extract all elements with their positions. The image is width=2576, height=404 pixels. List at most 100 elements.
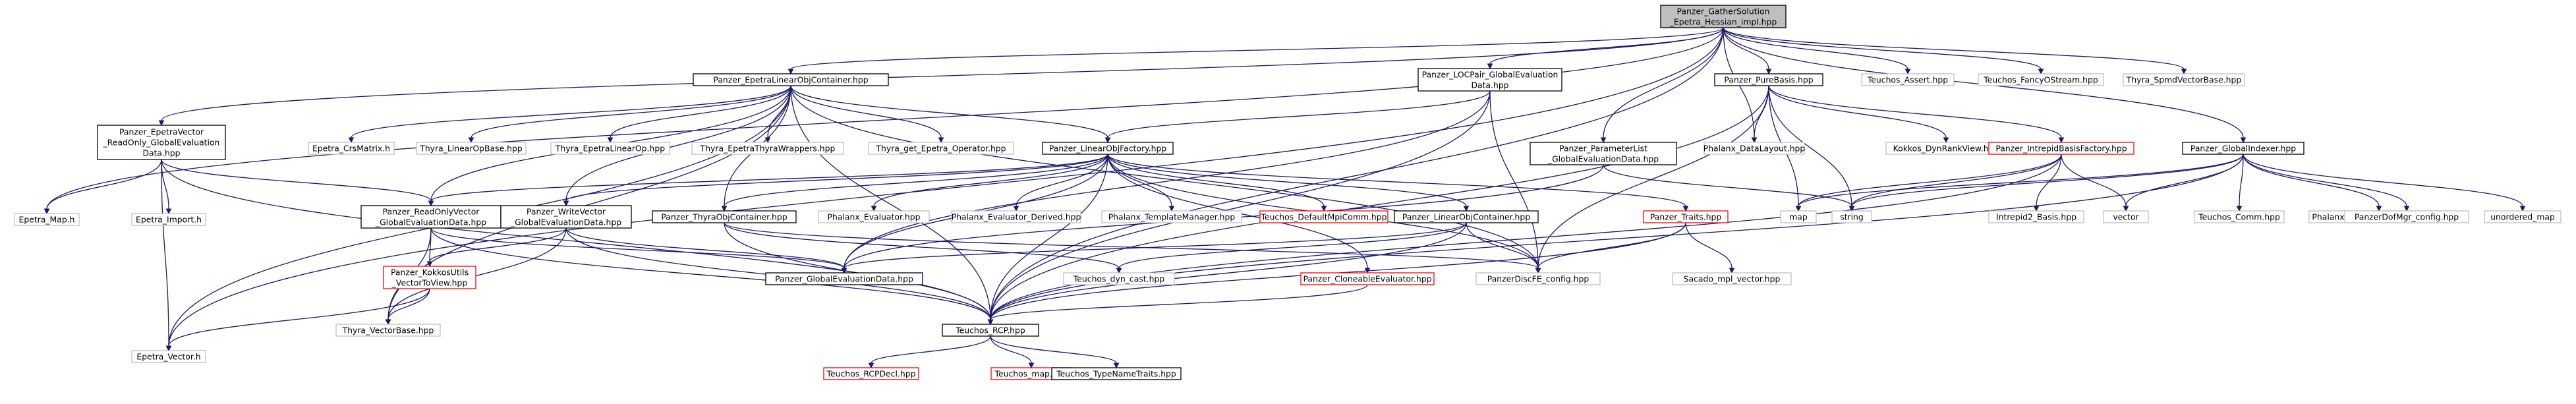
node-panzer-globalindexer-hpp[interactable]: Panzer_GlobalIndexer.hpp	[2182, 142, 2304, 155]
node-label: Intrepid2_Basis.hpp	[1996, 212, 2076, 222]
edge-arrowhead	[1104, 137, 1111, 144]
node-box	[1259, 210, 1388, 223]
edge-arrowhead	[428, 200, 434, 207]
edge-arrowhead	[1682, 206, 1689, 212]
edge-arrowhead	[1535, 268, 1541, 274]
edge	[471, 85, 791, 138]
node-vector[interactable]: vector	[2103, 210, 2149, 223]
node-thyra-linearopbase-hpp[interactable]: Thyra_LinearOpBase.hpp	[416, 142, 527, 155]
node-teuchos-defaultmpicomm-hpp[interactable]: Teuchos_DefaultMpiComm.hpp	[1259, 210, 1388, 223]
node-panzer-parameterlist-globalevaluationdata-hpp[interactable]: Panzer_ParameterList_GlobalEvaluationDat…	[1530, 142, 1677, 165]
edge	[430, 154, 1108, 202]
edge-arrowhead	[2033, 206, 2040, 212]
node-thyra-epetrathyrawrappers-hpp[interactable]: Thyra_EpetraThyraWrappers.hpp	[691, 142, 844, 155]
node-panzer-epetralinearobjcontainer-hpp[interactable]: Panzer_EpetraLinearObjContainer.hpp	[693, 73, 889, 86]
node-box	[1780, 210, 1817, 223]
node-panzer-writevector-globalevaluationdata-hpp[interactable]: Panzer_WriteVector_GlobalEvaluationData.…	[500, 205, 632, 229]
node-label: _Epetra_Hessian_impl.hpp	[1669, 17, 1777, 27]
node-panzer-kokkosutils-vectortoview-hpp[interactable]: Panzer_KokkosUtils_VectorToView.hpp	[383, 266, 476, 289]
node-unordered-map[interactable]: unordered_map	[2484, 210, 2562, 223]
node-teuchos-fancyostream-hpp[interactable]: Teuchos_FancyOStream.hpp	[1978, 73, 2104, 86]
node-label: _GlobalEvaluationData.hpp	[1547, 154, 1659, 164]
node-label: Panzer_IntrepidBasisFactory.hpp	[1995, 144, 2127, 154]
node-box	[1394, 210, 1539, 223]
node-teuchos-dyn-cast-hpp[interactable]: Teuchos_dyn_cast.hpp	[1063, 272, 1175, 285]
node-phalanx-datalayout-hpp[interactable]: Phalanx_DataLayout.hpp	[1703, 142, 1806, 155]
edge	[1723, 27, 2042, 70]
edge	[430, 227, 845, 269]
node-intrepid2-basis-hpp[interactable]: Intrepid2_Basis.hpp	[1988, 210, 2084, 223]
node-sacado-mpl-vector-hpp[interactable]: Sacado_mpl_vector.hpp	[1672, 272, 1792, 285]
node-phalanx-evaluator-derived-hpp[interactable]: Phalanx_Evaluator_Derived.hpp	[951, 210, 1081, 223]
node-thyra-epetralinearop-hpp[interactable]: Thyra_EpetraLinearOp.hpp	[550, 142, 670, 155]
node-thyra-spmdvectorbase-hpp[interactable]: Thyra_SpmdVectorBase.hpp	[2123, 73, 2245, 86]
node-box	[14, 213, 80, 226]
edge-arrowhead	[1463, 206, 1470, 212]
node-panzer-readonlyvector-globalevaluationdata-hpp[interactable]: Panzer_ReadOnlyVector_GlobalEvaluationDa…	[360, 205, 501, 229]
node-teuchos-assert-hpp[interactable]: Teuchos_Assert.hpp	[1861, 73, 1955, 86]
node-panzer-locpair-globalevaluationdata-hpp[interactable]: Panzer_LOCPair_GlobalEvaluationData.hpp	[1417, 68, 1562, 92]
edge-arrowhead	[165, 208, 172, 215]
node-label: Teuchos_map.hpp	[994, 369, 1068, 379]
edge-arrowhead	[2376, 206, 2382, 212]
node-phalanx-evaluator-hpp[interactable]: Phalanx_Evaluator.hpp	[818, 210, 930, 223]
graph-edges	[43, 27, 2526, 369]
node-panzerdofmgr-config-hpp[interactable]: PanzerDofMgr_config.hpp	[2344, 210, 2469, 223]
node-teuchos-rcp-hpp[interactable]: Teuchos_RCP.hpp	[942, 324, 1039, 337]
edge-arrowhead	[563, 200, 569, 207]
node-panzerdiscfe-config-hpp[interactable]: PanzerDiscFE_config.hpp	[1475, 272, 1601, 285]
node-string[interactable]: string	[1831, 210, 1872, 223]
edge-arrowhead	[426, 261, 433, 268]
node-epetra-import-h[interactable]: Epetra_Import.h	[131, 213, 206, 226]
node-label: PanzerDiscFE_config.hpp	[1487, 274, 1589, 284]
node-box	[360, 205, 501, 229]
node-map[interactable]: map	[1780, 210, 1817, 223]
node-label: Teuchos_FancyOStream.hpp	[1983, 75, 2098, 85]
node-thyra-vectorbase-hpp[interactable]: Thyra_VectorBase.hpp	[335, 324, 441, 337]
edge	[790, 85, 1539, 269]
edge-arrowhead	[1028, 362, 1035, 369]
node-box	[942, 324, 1039, 337]
node-label: map	[1789, 212, 1808, 222]
edge	[1851, 154, 2062, 207]
node-epetra-vector-h[interactable]: Epetra_Vector.h	[131, 350, 206, 363]
node-teuchos-comm-hpp[interactable]: Teuchos_Comm.hpp	[2194, 210, 2285, 223]
edge	[1537, 222, 1686, 269]
node-label: Panzer_EpetraLinearObjContainer.hpp	[713, 75, 868, 85]
node-panzer-traits-hpp[interactable]: Panzer_Traits.hpp	[1643, 210, 1729, 223]
node-kokkos-dynrankview-hpp[interactable]: Kokkos_DynRankView.hpp	[1885, 142, 2007, 155]
node-panzer-globalevaluationdata-hpp[interactable]: Panzer_GlobalEvaluationData.hpp	[765, 272, 923, 285]
edge	[873, 154, 1108, 207]
node-label: Teuchos_TypeNameTraits.hpp	[1056, 369, 1176, 379]
node-panzer-linearobjcontainer-hpp[interactable]: Panzer_LinearObjContainer.hpp	[1394, 210, 1539, 223]
node-panzer-gathersolution-epetra-hessian-impl-hpp[interactable]: Panzer_GatherSolution_Epetra_Hessian_imp…	[1660, 5, 1787, 28]
node-teuchos-rcpdecl-hpp[interactable]: Teuchos_RCPDecl.hpp	[823, 367, 919, 380]
node-label: Teuchos_RCPDecl.hpp	[826, 369, 916, 379]
node-teuchos-typenametraits-hpp[interactable]: Teuchos_TypeNameTraits.hpp	[1051, 367, 1182, 380]
edge-arrowhead	[1751, 137, 1758, 144]
edge	[990, 335, 1032, 364]
edge-arrowhead	[158, 120, 165, 127]
edge	[724, 222, 1539, 269]
edge-arrowhead	[1600, 137, 1607, 144]
node-panzer-epetravector-readonly-globalevaluationdata-hpp[interactable]: Panzer_EpetraVector_ReadOnly_GlobalEvalu…	[97, 125, 226, 160]
node-epetra-crsmatrix-h[interactable]: Epetra_CrsMatrix.h	[308, 142, 395, 155]
node-box	[1978, 73, 2104, 86]
edge-arrowhead	[1168, 206, 1175, 212]
edge	[1768, 85, 1947, 138]
node-panzer-thyraobjcontainer-hpp[interactable]: Panzer_ThyraObjContainer.hpp	[652, 210, 797, 223]
node-panzer-linearobjfactory-hpp[interactable]: Panzer_LinearObjFactory.hpp	[1042, 142, 1174, 155]
node-box	[1988, 210, 2084, 223]
node-panzer-cloneableevaluator-hpp[interactable]: Panzer_CloneableEvaluator.hpp	[1300, 272, 1435, 285]
edge	[610, 85, 791, 138]
node-box	[1051, 367, 1182, 380]
node-epetra-map-h[interactable]: Epetra_Map.h	[14, 213, 80, 226]
edge	[565, 227, 845, 269]
node-label: Panzer_ThyraObjContainer.hpp	[661, 212, 787, 222]
node-panzer-intrepidbasisfactory-hpp[interactable]: Panzer_IntrepidBasisFactory.hpp	[1988, 142, 2134, 155]
edge-arrowhead	[43, 208, 50, 215]
node-phalanx-templatemanager-hpp[interactable]: Phalanx_TemplateManager.hpp	[1101, 210, 1242, 223]
node-panzer-purebasis-hpp[interactable]: Panzer_PureBasis.hpp	[1714, 73, 1823, 86]
edge-arrowhead	[2403, 206, 2410, 212]
node-thyra-get-epetra-operator-hpp[interactable]: Thyra_get_Epetra_Operator.hpp	[868, 142, 1014, 155]
